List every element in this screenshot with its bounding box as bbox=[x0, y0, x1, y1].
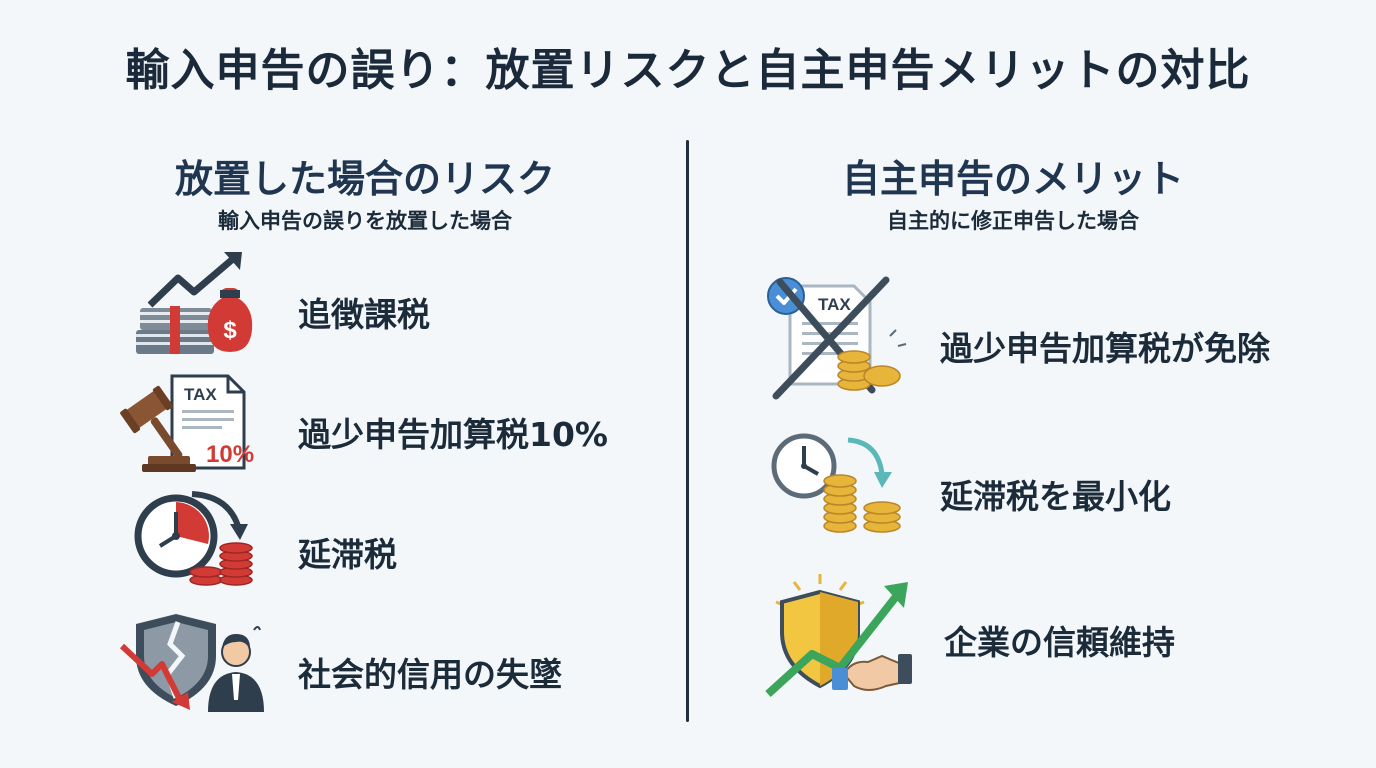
svg-text:$: $ bbox=[223, 317, 237, 344]
crossed-tax-document-coins-icon: TAX bbox=[762, 272, 912, 400]
gavel-tax-document-icon: TAX 10% bbox=[110, 372, 270, 477]
left-heading: 放置した場合のリスク bbox=[174, 157, 555, 201]
left-item-label-4: 社会的信用の失墜 bbox=[298, 655, 562, 694]
column-divider bbox=[686, 140, 689, 722]
shield-handshake-icon bbox=[760, 570, 915, 698]
right-subheading: 自主的に修正申告した場合 bbox=[887, 209, 1139, 233]
right-item-label-2: 延滞税を最小化 bbox=[940, 477, 1171, 516]
clock-coins-decrease-icon bbox=[770, 430, 910, 535]
svg-text:TAX: TAX bbox=[818, 295, 851, 314]
page-title: 輸入申告の誤り：放置リスクと自主申告メリットの対比 bbox=[125, 45, 1251, 96]
svg-text:TAX: TAX bbox=[184, 385, 217, 404]
right-heading: 自主申告のメリット bbox=[841, 157, 1184, 201]
left-item-label-3: 延滞税 bbox=[298, 535, 397, 574]
left-item-label-1: 追徴課税 bbox=[298, 295, 430, 334]
right-item-label-3: 企業の信頼維持 bbox=[944, 623, 1175, 662]
money-bag-rising-arrow-icon: $ bbox=[130, 250, 260, 360]
svg-text:10%: 10% bbox=[206, 441, 254, 468]
broken-shield-businessman-icon bbox=[118, 608, 268, 713]
left-item-label-2: 過少申告加算税10% bbox=[298, 415, 608, 454]
left-subheading: 輸入申告の誤りを放置した場合 bbox=[218, 209, 512, 233]
right-item-label-1: 過少申告加算税が免除 bbox=[940, 329, 1270, 368]
clock-coins-icon bbox=[132, 488, 257, 588]
